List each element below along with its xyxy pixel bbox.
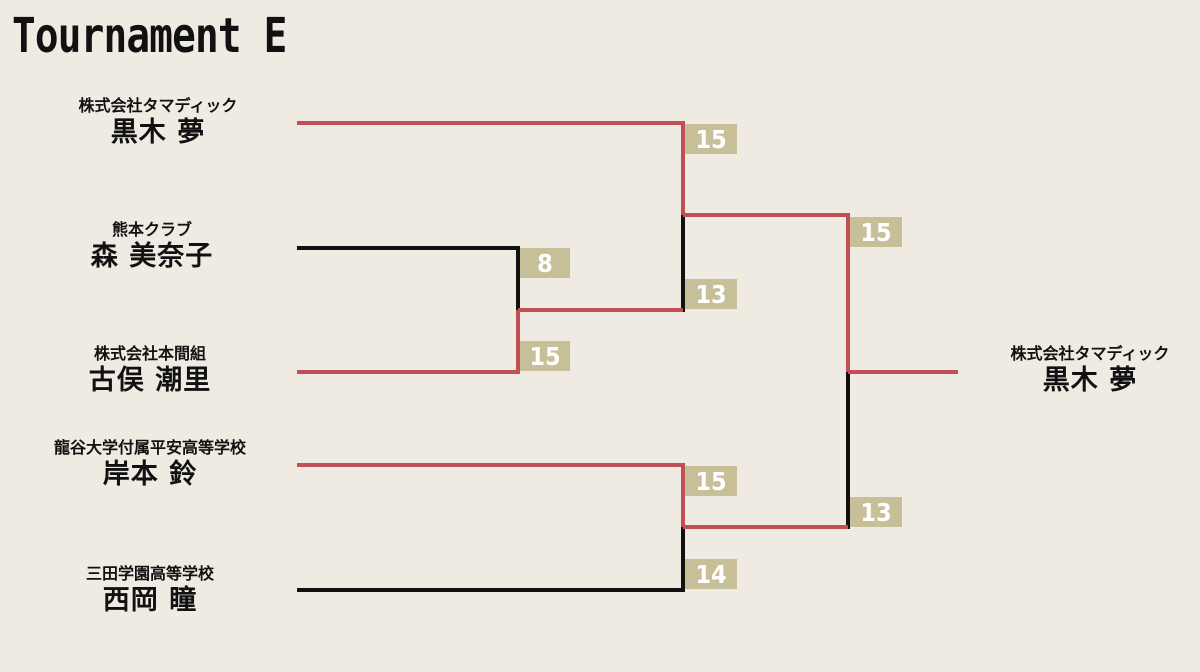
- entry-player: 古俣 潮里: [88, 365, 212, 396]
- score-value: 15: [695, 125, 726, 154]
- entry-2: 熊本クラブ 森 美奈子: [2, 220, 302, 274]
- score-value: 8: [537, 249, 553, 278]
- bracket-line-winner: [297, 310, 520, 374]
- score-box: 13: [850, 497, 902, 527]
- champion-team: 株式会社タマディック: [1010, 344, 1170, 363]
- score-box: 15: [685, 466, 737, 496]
- bracket-line-winner: [683, 213, 850, 372]
- score-value: 13: [860, 498, 891, 527]
- score-box: 14: [685, 559, 737, 589]
- entry-player: 森 美奈子: [90, 241, 214, 272]
- champion: 株式会社タマディック 黒木 夢: [985, 344, 1195, 398]
- score-box: 15: [520, 341, 570, 371]
- entry-player: 西岡 瞳: [102, 585, 198, 616]
- entry-team: 株式会社タマディック: [78, 96, 238, 115]
- score-box: 8: [520, 248, 570, 278]
- entry-3: 株式会社本間組 古俣 潮里: [0, 344, 300, 398]
- entry-team: 龍谷大学付属平安高等学校: [53, 438, 246, 457]
- score-value: 14: [695, 560, 726, 589]
- bracket-line-loser: [297, 246, 520, 310]
- score-value: 15: [860, 218, 891, 247]
- score-box: 15: [685, 124, 737, 154]
- entry-team: 三田学園高等学校: [85, 564, 214, 583]
- entry-player: 岸本 鈴: [102, 459, 198, 490]
- champion-player: 黒木 夢: [1042, 365, 1138, 396]
- score-value: 15: [529, 342, 560, 371]
- bracket-line-loser: [297, 527, 685, 592]
- entry-player: 黒木 夢: [110, 117, 206, 148]
- entry-5: 三田学園高等学校 西岡 瞳: [0, 564, 300, 618]
- score-box: 15: [850, 217, 902, 247]
- entry-1: 株式会社タマディック 黒木 夢: [8, 96, 308, 150]
- score-value: 13: [695, 280, 726, 309]
- score-box: 13: [685, 279, 737, 309]
- score-value: 15: [695, 467, 726, 496]
- page-title: Tournament E: [12, 8, 287, 64]
- bracket-line-winner: [297, 121, 685, 215]
- bracket-line-winner: [297, 463, 685, 527]
- entry-team: 株式会社本間組: [93, 344, 206, 363]
- entry-4: 龍谷大学付属平安高等学校 岸本 鈴: [0, 438, 300, 492]
- entry-team: 熊本クラブ: [111, 220, 192, 239]
- bracket-line-loser: [683, 372, 850, 529]
